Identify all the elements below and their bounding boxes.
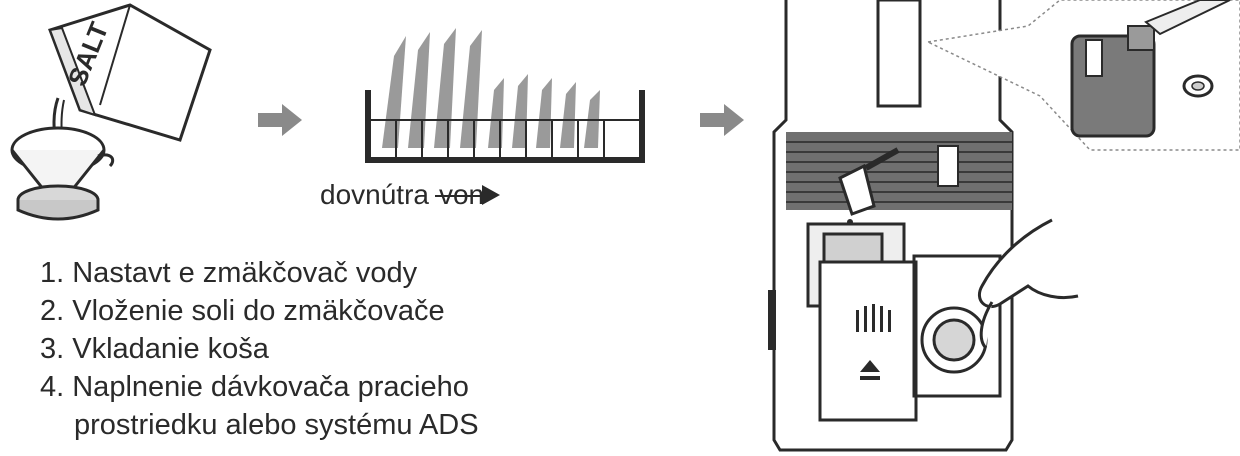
rack-frame bbox=[365, 90, 645, 163]
strikethrough-line bbox=[434, 195, 487, 197]
arrow-right-icon bbox=[258, 104, 302, 136]
rack-caption: dovnútra von bbox=[320, 178, 640, 212]
control-panel-strip bbox=[786, 132, 1012, 210]
steps-list: 1. Nastavt e zmäkčovač vody 2. Vloženie … bbox=[40, 254, 600, 444]
arrow-right-icon bbox=[482, 185, 501, 205]
salt-box: SALT bbox=[48, 3, 212, 142]
step-item: 1. Nastavt e zmäkčovač vody bbox=[40, 257, 418, 289]
step-item: 3. Vkladanie koša bbox=[40, 333, 269, 365]
funnel-icon bbox=[10, 126, 115, 221]
plates bbox=[382, 28, 600, 148]
step-item-continuation: prostriedku alebo systému ADS bbox=[74, 409, 479, 441]
hand-icon bbox=[977, 218, 1079, 350]
salt-pouring-illustration: SALT bbox=[10, 3, 212, 221]
dispenser-lid-symbols bbox=[856, 304, 891, 380]
caption-in: dovnútra bbox=[320, 179, 429, 210]
caption-out-text: von bbox=[438, 179, 485, 210]
step-item: 2. Vloženie soli do zmäkčovače bbox=[40, 295, 445, 327]
dispenser-compartment bbox=[806, 222, 1002, 422]
dishwasher-dispenser-illustration bbox=[768, 0, 1240, 452]
arrow-right-icon bbox=[700, 104, 744, 136]
caption-out-struck: von bbox=[434, 179, 487, 211]
ads-refill-inset bbox=[925, 0, 1240, 151]
scoop-icon bbox=[838, 147, 900, 248]
step-item: 4. Naplnenie dávkovača pracieho bbox=[40, 371, 469, 403]
dish-rack-illustration bbox=[365, 28, 645, 163]
